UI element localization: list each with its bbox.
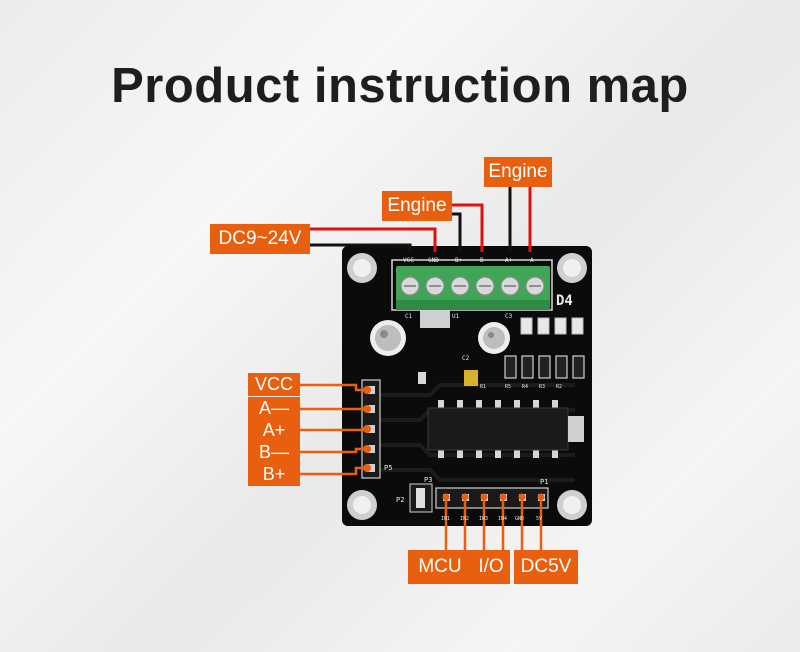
silk-c1: C1: [405, 313, 413, 320]
label-engine-a: Engine: [484, 157, 552, 187]
bottom-header-pins: [409, 483, 549, 513]
mounting-hole-tr: [557, 253, 587, 283]
pin-label-b-minus: B—: [248, 441, 300, 464]
ic-socket-notch: [568, 416, 584, 442]
mounting-hole-br: [557, 490, 587, 520]
wire-power-red: [310, 227, 437, 252]
pin-label-vcc: VCC: [248, 373, 300, 396]
bottom-pin-dots: [442, 493, 545, 501]
silk-p5: P5: [384, 464, 392, 472]
silk-5v: 5V: [536, 516, 542, 522]
silk-p3: P3: [424, 476, 432, 484]
capacitor-c1: [370, 320, 406, 356]
silk-r5: R5: [505, 384, 511, 390]
silkscreen-text: VCC GND B+ B- A+ A- D4 P5 P3 P2 P1 U1 C1…: [384, 257, 573, 522]
silk-in4: IN4: [498, 516, 507, 522]
wire-engine-b-red: [452, 203, 484, 252]
wire-engine-b-black: [452, 212, 462, 252]
left-pin-wires: [300, 383, 367, 476]
mounting-hole-tl: [347, 253, 377, 283]
pin-label-b-plus: B+: [248, 463, 300, 486]
terminal-label-vcc: VCC: [403, 257, 414, 264]
label-mcu: MCU: [408, 550, 472, 584]
wires: [310, 185, 532, 252]
silk-in1: IN1: [441, 516, 450, 522]
bottom-pin-wires: [444, 497, 543, 550]
tantalum-capacitor: [464, 370, 478, 386]
pin-label-a-plus: A+: [248, 419, 300, 442]
silk-p1: P1: [540, 478, 548, 486]
terminal-label-gnd: GND: [428, 257, 439, 264]
left-pin-dots: [363, 386, 371, 472]
screw-terminal-block: [396, 266, 550, 310]
pin-label-a-minus: A—: [248, 397, 300, 420]
silk-c2: C2: [462, 355, 470, 362]
terminal-label-aplus: A+: [505, 257, 513, 264]
page-title: Product instruction map: [111, 59, 689, 113]
capacitor-c2: [478, 322, 510, 354]
resistor-array: [504, 355, 585, 379]
label-io: I/O: [472, 550, 510, 584]
silk-u1: U1: [452, 313, 460, 320]
terminal-label-aminus: A-: [530, 257, 537, 264]
label-dc5v: DC5V: [514, 550, 578, 584]
silk-r4: R4: [522, 384, 528, 390]
silk-r3: R3: [539, 384, 545, 390]
led-array: [520, 317, 584, 335]
silk-d4: D4: [556, 293, 573, 309]
diode: [418, 372, 426, 384]
silk-in2: IN2: [460, 516, 469, 522]
silk-gnd: GND: [515, 516, 524, 522]
label-engine-b: Engine: [382, 191, 452, 221]
terminal-label-bplus: B+: [455, 257, 463, 264]
silk-c3: C3: [505, 313, 513, 320]
mounting-hole-bl: [347, 490, 377, 520]
terminal-label-bminus: B-: [480, 257, 487, 264]
silk-r1: R1: [480, 384, 486, 390]
silk-p2: P2: [396, 496, 404, 504]
silk-in3: IN3: [479, 516, 488, 522]
silk-r2: R2: [556, 384, 562, 390]
wire-power-black: [310, 243, 412, 252]
dip-ic-chip: [427, 400, 584, 458]
regulator-u1: [420, 310, 450, 328]
label-power-input: DC9~24V: [210, 224, 310, 254]
